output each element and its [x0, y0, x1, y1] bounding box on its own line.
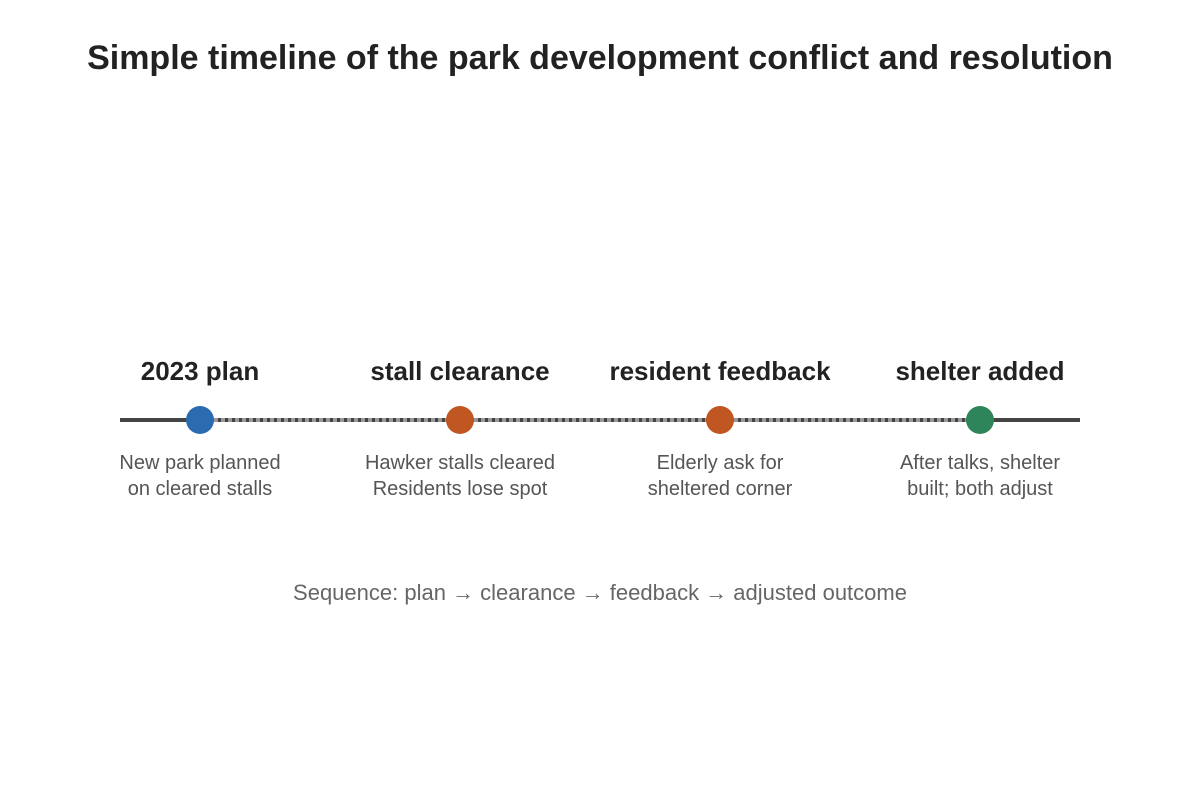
milestone-label: shelter added	[895, 356, 1065, 386]
milestone-description-line: Elderly ask for	[656, 452, 784, 474]
milestone-label: stall clearance	[370, 356, 550, 386]
milestone-description-line: on cleared stalls	[127, 478, 273, 500]
milestone-description-line: After talks, shelter	[899, 452, 1061, 474]
milestone-description-line: sheltered corner	[647, 478, 793, 500]
milestone-marker	[446, 406, 474, 434]
milestone-description-line: Hawker stalls cleared	[364, 452, 556, 474]
milestone-description-line: Residents lose spot	[372, 478, 548, 500]
milestone-marker	[706, 406, 734, 434]
sequence-caption: Sequence: plan → clearance → feedback → …	[293, 580, 907, 605]
milestone-label: 2023 plan	[140, 356, 260, 386]
milestone-description: Hawker stalls cleared Residents lose spo…	[330, 450, 590, 502]
milestone-description: Elderly ask for sheltered corner	[590, 450, 850, 502]
milestone-description: After talks, shelter built; both adjust	[850, 450, 1110, 502]
milestone-marker	[966, 406, 994, 434]
milestone-description-line: built; both adjust	[907, 478, 1053, 500]
milestone-description: New park planned on cleared stalls	[70, 450, 330, 502]
milestone-marker	[186, 406, 214, 434]
page-title: Simple timeline of the park development …	[87, 39, 1113, 77]
milestone-label: resident feedback	[609, 356, 831, 386]
milestone-description-line: New park planned	[119, 452, 281, 474]
